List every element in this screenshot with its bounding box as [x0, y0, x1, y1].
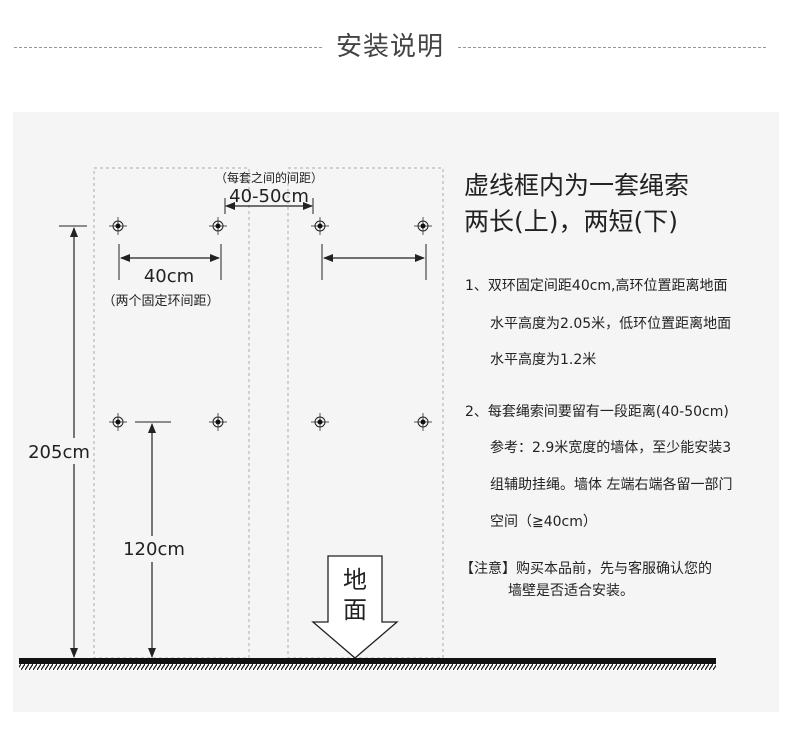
ground-hatch	[19, 664, 716, 670]
ground-line	[19, 658, 716, 664]
spacing-dimension-label: 40-50cm	[229, 186, 309, 207]
warning-line-1: 【注意】购买本品前，先与客服确认您的	[460, 561, 712, 577]
ground-arrow-icon	[311, 555, 399, 659]
anchor-ring-icon	[209, 413, 227, 431]
anchor-ring-icon	[311, 413, 329, 431]
spacing-caption: （每套之间的间距）	[215, 170, 323, 185]
heading-line-2: 两长(上)，两短(下)	[464, 207, 679, 236]
heading-line-1: 虚线框内为一套绳索	[464, 171, 690, 200]
note-1-line-3: 水平高度为1.2米	[490, 352, 597, 368]
anchor-ring-icon	[311, 217, 329, 235]
rope-set-frame-left	[93, 167, 250, 659]
section-title-row: 安装说明	[0, 22, 790, 72]
title-divider-left	[14, 47, 322, 48]
installation-diagram: （每套之间的间距） 40-50cm	[19, 167, 716, 670]
ground-label-1: 地	[343, 566, 367, 594]
title-divider-right	[458, 47, 766, 48]
ground-label-2: 面	[343, 596, 367, 624]
note-2-line-3: 组辅助挂绳。墙体 左端右端各留一部门	[490, 477, 733, 493]
warning-note: 【注意】购买本品前，先与客服确认您的 墙壁是否适合安装。	[460, 558, 712, 602]
height-low-label: 120cm	[123, 539, 185, 560]
anchor-ring-icon	[414, 413, 432, 431]
note-1-line-2: 水平高度为2.05米，低环位置距离地面	[490, 316, 732, 332]
pair-dimension-caption: （两个固定环间距）	[102, 294, 219, 309]
section-title: 安装说明	[335, 32, 444, 62]
rope-set-heading: 虚线框内为一套绳索 两长(上)，两短(下)	[464, 168, 689, 240]
anchor-ring-icon	[109, 217, 127, 235]
warning-line-2: 墙壁是否适合安装。	[508, 583, 634, 599]
pair-dimension-label: 40cm	[144, 266, 194, 287]
anchor-ring-icon	[209, 217, 227, 235]
height-high-label: 205cm	[28, 442, 90, 463]
anchor-ring-icon	[109, 413, 127, 431]
anchor-ring-icon	[414, 217, 432, 235]
note-2-line-1: 2、每套绳索间要留有一段距离(40-50cm)	[465, 404, 729, 420]
note-1-line-1: 1、双环固定间距40cm,高环位置距离地面	[465, 278, 728, 294]
note-2-line-4: 空间（≧40cm）	[490, 514, 597, 530]
note-2-line-2: 参考：2.9米宽度的墙体，至少能安装3	[490, 440, 732, 456]
installation-panel: （每套之间的间距） 40-50cm	[13, 112, 779, 712]
